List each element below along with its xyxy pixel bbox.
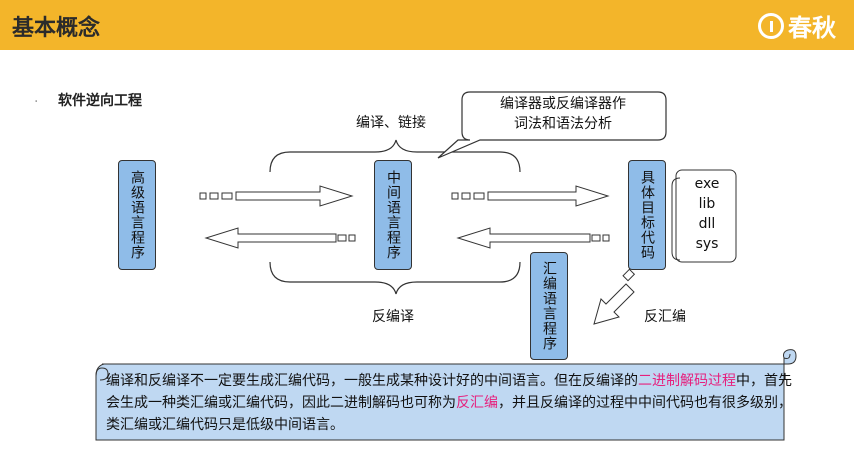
decompile-arrow-2	[456, 227, 610, 249]
target-type-item: dll	[698, 216, 716, 232]
callout-text: 编译器或反编译器作 词法和语法分析	[462, 94, 664, 134]
note-part: 中，首先会生成一种类汇编或汇编代码，因此二进制解码也可称为	[106, 373, 792, 411]
decompile-brace	[269, 261, 521, 295]
decompile-arrow-1	[204, 227, 356, 249]
callout-line: 编译器或反编译器作	[500, 96, 626, 112]
compile-arrow-1	[199, 185, 354, 207]
intermediate-language-box: 中间语言程序	[374, 160, 412, 270]
compile-brace	[269, 139, 521, 173]
note-text: 编译和反编译不一定要生成汇编代码，一般生成某种设计好的中间语言。但在反编译的二进…	[106, 370, 796, 436]
target-list-frame	[675, 169, 737, 263]
callout-bubble	[437, 91, 667, 159]
target-type-item: exe	[694, 176, 720, 192]
target-type-item: sys	[695, 236, 719, 252]
disassemble-label: 反汇编	[644, 309, 686, 325]
compile-arrow-2	[451, 185, 610, 207]
target-file-types: exe lib dll sys	[686, 174, 728, 254]
bullet-icon: ·	[34, 94, 39, 110]
brand-name: 春秋	[788, 14, 836, 42]
note-part: ，并且反编译的过程中中间代码也有很多级别，类汇编或汇编代码只是低级中间语言。	[106, 395, 792, 433]
high-level-language-box: 高级语言程序	[118, 160, 156, 270]
compile-link-label: 编译、链接	[356, 115, 426, 131]
header-bar: 基本概念 春秋	[0, 0, 854, 50]
note-part: 编译和反编译不一定要生成汇编代码，一般生成某种设计好的中间语言。但在反编译的	[106, 373, 638, 389]
target-type-item: lib	[698, 196, 716, 212]
disassemble-arrow	[593, 268, 636, 325]
page-title: 基本概念	[12, 16, 101, 41]
note-highlight: 反汇编	[456, 395, 498, 411]
target-code-box: 具体目标代码	[628, 160, 666, 270]
brand-logo: 春秋	[758, 8, 836, 43]
decompile-label: 反编译	[372, 309, 414, 325]
assembly-language-box: 汇编语言程序	[530, 252, 568, 360]
note-highlight: 二进制解码过程	[638, 373, 736, 389]
section-title: 软件逆向工程	[58, 93, 142, 109]
callout-line: 词法和语法分析	[514, 116, 612, 132]
brand-icon	[758, 12, 784, 39]
